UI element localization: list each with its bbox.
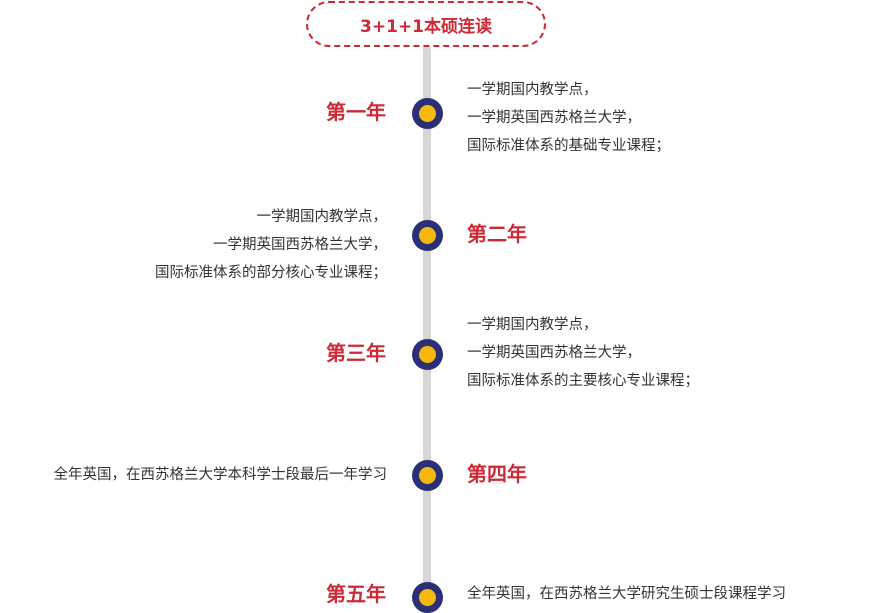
year-5-label: 第五年 (326, 582, 386, 606)
year-1-node (412, 98, 443, 129)
year-5-node (412, 582, 443, 613)
year-4-node (412, 460, 443, 491)
program-title: 3+1+1本硕连读 (360, 16, 492, 37)
year-5-node-dot (419, 589, 436, 606)
year-3-line-3: 国际标准体系的主要核心专业课程； (467, 373, 699, 389)
year-2-line-2: 一学期英国西苏格兰大学， (213, 237, 387, 253)
year-4-description: 全年英国，在西苏格兰大学本科学士段最后一年学习 (54, 461, 388, 489)
year-5-description: 全年英国，在西苏格兰大学研究生硕士段课程学习 (467, 580, 786, 608)
year-3-node (412, 339, 443, 370)
year-2-node-dot (419, 227, 436, 244)
year-4-node-dot (419, 467, 436, 484)
year-1-label: 第一年 (326, 100, 386, 124)
year-1-line-1: 一学期国内教学点， (467, 82, 598, 98)
year-2-line-1: 一学期国内教学点， (256, 209, 388, 225)
year-2-description: 一学期国内教学点， 一学期英国西苏格兰大学， 国际标准体系的部分核心专业课程； (155, 203, 387, 287)
year-2-line-3: 国际标准体系的部分核心专业课程； (155, 265, 387, 281)
year-4-label: 第四年 (467, 462, 527, 486)
year-2-label: 第二年 (467, 222, 527, 246)
year-1-line-2: 一学期英国西苏格兰大学， (467, 110, 641, 126)
year-5-line-1: 全年英国，在西苏格兰大学研究生硕士段课程学习 (467, 586, 786, 602)
year-3-line-1: 一学期国内教学点， (467, 317, 598, 333)
year-1-description: 一学期国内教学点， 一学期英国西苏格兰大学， 国际标准体系的基础专业课程； (467, 76, 670, 160)
year-4-line-1: 全年英国，在西苏格兰大学本科学士段最后一年学习 (53, 467, 388, 483)
year-1-line-3: 国际标准体系的基础专业课程； (467, 138, 670, 154)
year-3-node-dot (419, 346, 436, 363)
timeline-track (423, 47, 431, 613)
program-title-badge: 3+1+1本硕连读 (306, 1, 546, 47)
year-1-node-dot (419, 105, 436, 122)
year-3-description: 一学期国内教学点， 一学期英国西苏格兰大学， 国际标准体系的主要核心专业课程； (467, 311, 699, 395)
year-2-node (412, 220, 443, 251)
year-3-label: 第三年 (326, 341, 386, 365)
year-3-line-2: 一学期英国西苏格兰大学， (467, 345, 641, 361)
